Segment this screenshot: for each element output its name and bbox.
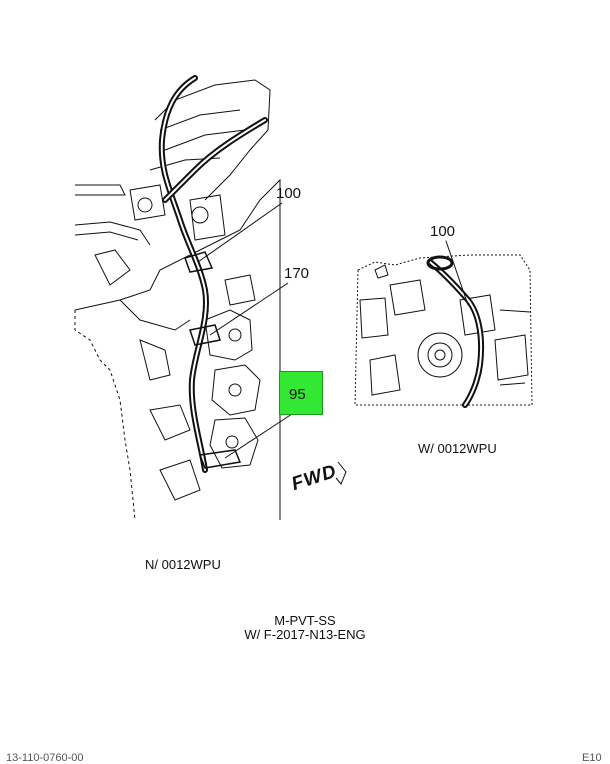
right-wire-harness bbox=[426, 240, 485, 408]
left-view-caption: N/ 0012WPU bbox=[145, 557, 221, 572]
right-engine-view bbox=[354, 254, 533, 406]
fwd-arrow-icon bbox=[335, 461, 347, 485]
callout-100-left: 100 bbox=[276, 185, 302, 202]
model-line-1: M-PVT-SS bbox=[274, 613, 336, 628]
model-line-2: W/ F-2017-N13-ENG bbox=[244, 627, 366, 642]
left-engine-view bbox=[74, 79, 281, 521]
callout-100-right: 100 bbox=[430, 223, 456, 240]
right-view-caption: W/ 0012WPU bbox=[418, 441, 497, 456]
footer-page-code: E10 bbox=[582, 752, 602, 764]
callout-95-highlight[interactable] bbox=[279, 371, 323, 415]
footer-part-number: 13-110-0760-00 bbox=[6, 752, 84, 764]
left-leader-lines bbox=[197, 202, 299, 459]
left-wire-harness bbox=[158, 75, 268, 473]
callout-170-left: 170 bbox=[284, 265, 310, 282]
callout-95-left: 95 bbox=[289, 386, 306, 403]
